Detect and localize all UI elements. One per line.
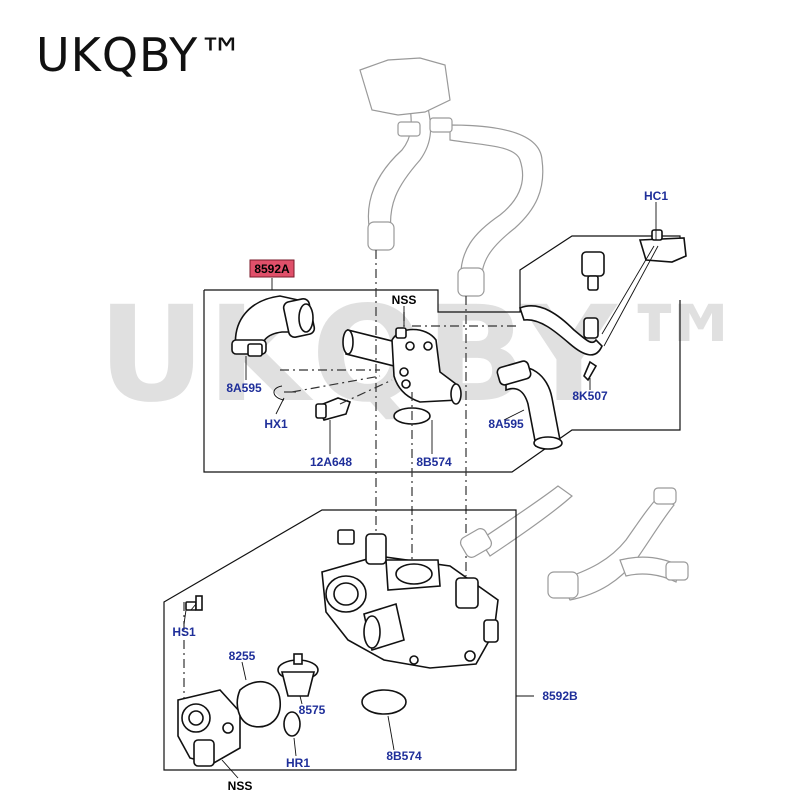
label-8a595-right: 8A595 bbox=[488, 417, 524, 431]
label-12a648: 12A648 bbox=[310, 455, 352, 469]
label-8k507: 8K507 bbox=[572, 389, 608, 403]
thermostat-housing-top bbox=[342, 327, 462, 405]
o-ring-small bbox=[283, 711, 301, 737]
label-hr1: HR1 bbox=[286, 756, 310, 770]
label-8592b: 8592B bbox=[542, 689, 578, 703]
highlight-box bbox=[249, 259, 295, 278]
lower-assembly-frame bbox=[163, 509, 534, 771]
temperature-sensor bbox=[273, 385, 352, 421]
label-nss-top: NSS bbox=[392, 293, 417, 307]
brand-logo-text: UKQBY™ bbox=[36, 28, 246, 82]
label-8b574-top: 8B574 bbox=[416, 455, 452, 469]
left-elbow-hose bbox=[231, 295, 316, 357]
thermostat bbox=[277, 653, 319, 697]
lower-hose-assembly bbox=[459, 485, 689, 601]
label-8b574-bottom: 8B574 bbox=[386, 749, 422, 763]
water-outlet-flange bbox=[177, 689, 241, 767]
label-nss-bottom: NSS bbox=[228, 779, 253, 793]
o-ring-bottom bbox=[361, 689, 407, 715]
label-8a595-left: 8A595 bbox=[226, 381, 262, 395]
upper-hose-assembly bbox=[359, 57, 544, 297]
label-8255: 8255 bbox=[229, 649, 256, 663]
label-8575: 8575 bbox=[299, 703, 326, 717]
label-hc1: HC1 bbox=[644, 189, 668, 203]
gasket bbox=[236, 680, 281, 728]
right-elbow-hose bbox=[496, 360, 563, 450]
bleed-pipe bbox=[519, 251, 605, 382]
label-hs1: HS1 bbox=[172, 625, 196, 639]
leader-lines bbox=[183, 202, 659, 779]
label-8592a: 8592A bbox=[254, 262, 290, 276]
hose-clip bbox=[638, 229, 687, 263]
thermostat-housing-bottom bbox=[321, 529, 499, 669]
label-hx1: HX1 bbox=[264, 417, 288, 431]
bolt bbox=[185, 595, 203, 611]
